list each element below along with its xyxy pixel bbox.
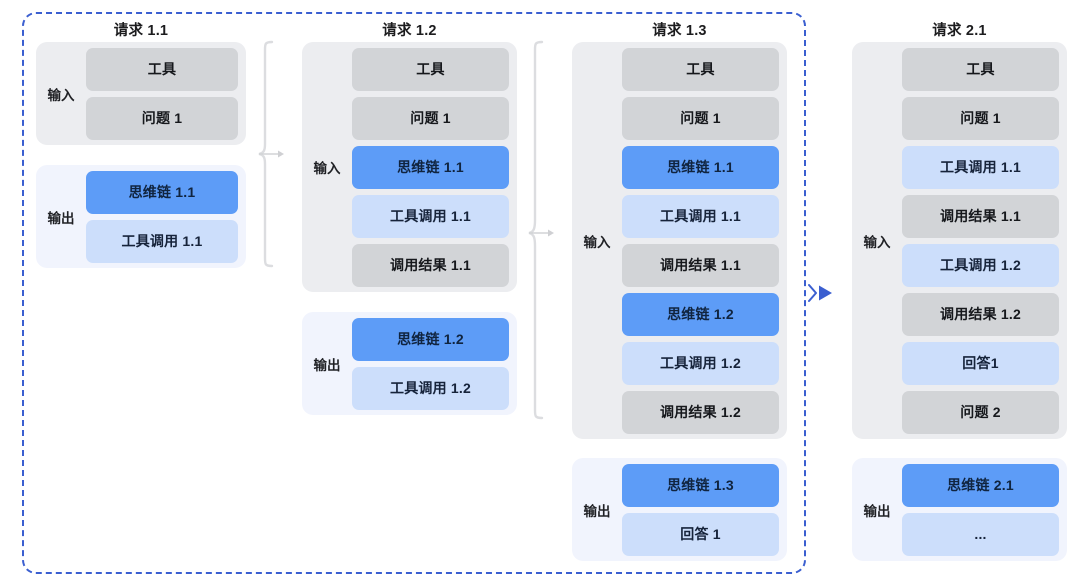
output-label-2-1: 输出 (863, 503, 891, 519)
chip-answer-1[interactable]: 回答 1 (622, 512, 779, 556)
page-title-request-1-1: 请求 1.1 (113, 23, 169, 39)
output-label-1-1: 输出 (47, 210, 75, 226)
page-title-request-1-2: 请求 1.2 (382, 23, 437, 39)
chip-question-1[interactable]: 问题 1 (902, 96, 1059, 140)
chip-cot-1-2[interactable]: 思维链 1.2 (622, 292, 779, 336)
chip-toolcall-1-2[interactable]: 工具调用 1.2 (902, 243, 1059, 287)
chip-callresult-1-1[interactable]: 调用结果 1.1 (902, 194, 1059, 238)
input-label-1-3: 输入 (583, 234, 611, 250)
input-chips-1-1: 工具 问题 1 (86, 47, 246, 140)
input-chips-1-2: 工具 问题 1 思维链 1.1 工具调用 1.1 调用结果 1.1 (352, 47, 517, 287)
chip-tool[interactable]: 工具 (902, 47, 1059, 91)
chip-ellipsis[interactable]: ... (902, 512, 1059, 556)
page-title-request-1-3: 请求 1.3 (652, 23, 707, 39)
chip-answer-1[interactable]: 回答1 (902, 341, 1059, 385)
input-group-2-1: 输入 工具 问题 1 工具调用 1.1 调用结果 1.1 工具调用 1.2 调用… (852, 42, 1067, 439)
chip-question-2[interactable]: 问题 2 (902, 390, 1059, 434)
chip-toolcall-1-1[interactable]: 工具调用 1.1 (902, 145, 1059, 189)
column-request-2-1: 请求 2.1 输入 工具 问题 1 工具调用 1.1 调用结果 1.1 工具调用… (852, 0, 1067, 586)
chip-tool[interactable]: 工具 (86, 47, 238, 91)
chip-toolcall-1-2[interactable]: 工具调用 1.2 (622, 341, 779, 385)
output-label-1-3: 输出 (583, 503, 611, 519)
chip-cot-1-1[interactable]: 思维链 1.1 (622, 145, 779, 189)
column-request-1-2: 请求 1.2 输入 工具 问题 1 思维链 1.1 工具调用 1.1 调用结果 … (302, 0, 517, 586)
output-label-1-2: 输出 (313, 357, 341, 373)
page-title-request-2-1: 请求 2.1 (932, 23, 987, 39)
output-chips-1-3: 思维链 1.3 回答 1 (622, 463, 787, 556)
output-group-1-2: 输出 思维链 1.2 工具调用 1.2 (302, 312, 517, 415)
chip-tool[interactable]: 工具 (352, 47, 509, 91)
chip-cot-1-3[interactable]: 思维链 1.3 (622, 463, 779, 507)
chip-question-1[interactable]: 问题 1 (352, 96, 509, 140)
chip-cot-1-2[interactable]: 思维链 1.2 (352, 317, 509, 361)
chip-toolcall-1-1[interactable]: 工具调用 1.1 (352, 194, 509, 238)
input-group-1-3: 输入 工具 问题 1 思维链 1.1 工具调用 1.1 调用结果 1.1 思维链… (572, 42, 787, 439)
chip-tool[interactable]: 工具 (622, 47, 779, 91)
input-group-1-2: 输入 工具 问题 1 思维链 1.1 工具调用 1.1 调用结果 1.1 (302, 42, 517, 292)
chip-toolcall-1-1[interactable]: 工具调用 1.1 (622, 194, 779, 238)
column-request-1-1: 请求 1.1 输入 工具 问题 1 输出 思维链 1.1 工具调用 1.1 (36, 0, 246, 586)
connector-brace-1-to-2 (258, 40, 288, 270)
input-label-1-1: 输入 (47, 87, 75, 103)
input-label-2-1: 输入 (863, 234, 891, 250)
column-request-1-3: 请求 1.3 输入 工具 问题 1 思维链 1.1 工具调用 1.1 调用结果 … (572, 0, 787, 586)
output-chips-1-2: 思维链 1.2 工具调用 1.2 (352, 317, 517, 410)
chip-callresult-1-1[interactable]: 调用结果 1.1 (622, 243, 779, 287)
chip-cot-1-1[interactable]: 思维链 1.1 (352, 145, 509, 189)
input-chips-2-1: 工具 问题 1 工具调用 1.1 调用结果 1.1 工具调用 1.2 调用结果 … (902, 47, 1067, 434)
output-group-2-1: 输出 思维链 2.1 ... (852, 458, 1067, 561)
output-group-1-3: 输出 思维链 1.3 回答 1 (572, 458, 787, 561)
output-chips-2-1: 思维链 2.1 ... (902, 463, 1067, 556)
output-chips-1-1: 思维链 1.1 工具调用 1.1 (86, 170, 246, 263)
connector-brace-2-to-3 (528, 40, 558, 422)
chip-question-1[interactable]: 问题 1 (86, 96, 238, 140)
chip-callresult-1-1[interactable]: 调用结果 1.1 (352, 243, 509, 287)
chip-cot-2-1[interactable]: 思维链 2.1 (902, 463, 1059, 507)
input-chips-1-3: 工具 问题 1 思维链 1.1 工具调用 1.1 调用结果 1.1 思维链 1.… (622, 47, 787, 434)
output-group-1-1: 输出 思维链 1.1 工具调用 1.1 (36, 165, 246, 268)
chip-question-1[interactable]: 问题 1 (622, 96, 779, 140)
chip-toolcall-1-2[interactable]: 工具调用 1.2 (352, 366, 509, 410)
chip-cot-1-1[interactable]: 思维链 1.1 (86, 170, 238, 214)
chip-toolcall-1-1[interactable]: 工具调用 1.1 (86, 219, 238, 263)
chip-callresult-1-2[interactable]: 调用结果 1.2 (902, 292, 1059, 336)
chip-callresult-1-2[interactable]: 调用结果 1.2 (622, 390, 779, 434)
input-label-1-2: 输入 (313, 161, 341, 176)
connector-session-arrow (808, 279, 840, 307)
input-group-1-1: 输入 工具 问题 1 (36, 42, 246, 145)
